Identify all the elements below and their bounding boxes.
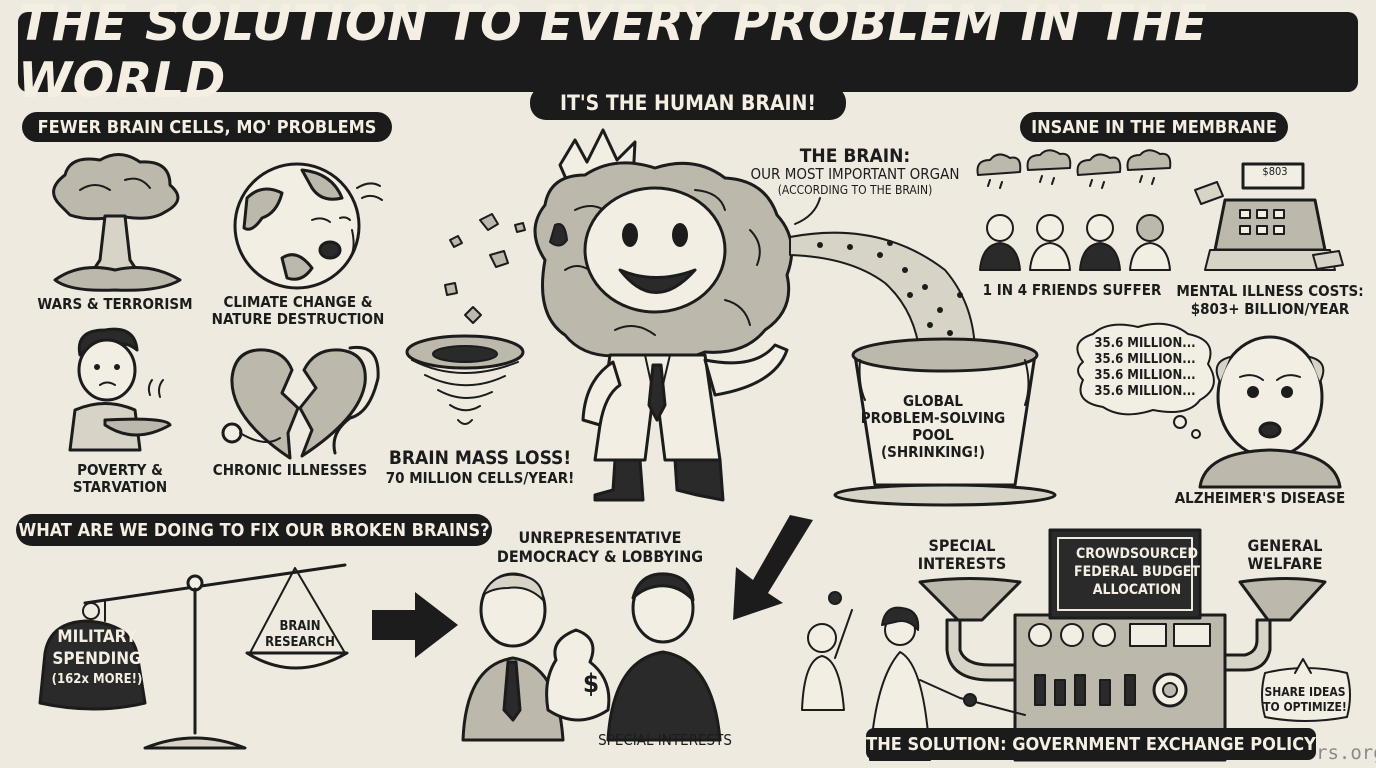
machine-label-2: FEDERAL BUDGET [1074, 564, 1200, 580]
pool-label-2: PROBLEM-SOLVING [860, 409, 1006, 427]
down-left-arrow-icon [733, 515, 813, 620]
pool-label-1: GLOBAL [903, 392, 963, 410]
democracy-label-2: DEMOCRACY & LOBBYING [496, 547, 704, 566]
watermark: rs.org [1316, 742, 1376, 764]
thought-text: 35.6 MILLION... 35.6 MILLION... 35.6 MIL… [1080, 336, 1210, 400]
illness-caption: CHRONIC ILLNESSES [212, 461, 368, 479]
elderly-man-icon [1198, 335, 1342, 489]
thought-bubble-icon [1076, 322, 1215, 439]
democracy-label-1: UNREPRESENTATIVE [518, 528, 682, 547]
friends-caption: 1 IN 4 FRIENDS SUFFER [982, 281, 1162, 299]
brain-title: THE BRAIN: [799, 145, 911, 167]
general-welfare-label-1: GENERAL [1247, 536, 1323, 555]
brain-debris-icon [444, 213, 526, 324]
title-banner: THE SOLUTION TO EVERY PROBLEM IN THE WOR… [18, 0, 1358, 109]
bottom-section-heading: WHAT ARE WE DOING TO FIX OUR BROKEN BRAI… [16, 514, 492, 546]
special-interests-label-2: INTERESTS [917, 554, 1007, 573]
wars-caption: WARS & TERRORISM [37, 295, 193, 313]
military-label-1: MILITARY [57, 627, 137, 647]
special-interests-label-1: SPECIAL [928, 536, 996, 555]
mass-loss-title: BRAIN MASS LOSS! [388, 447, 572, 469]
left-heading-text: FEWER BRAIN CELLS, MO' PROBLEMS [37, 116, 377, 138]
general-welfare-label-2: WELFARE [1247, 554, 1323, 573]
left-section-heading: FEWER BRAIN CELLS, MO' PROBLEMS [22, 112, 392, 142]
brain-note: (ACCORDING TO THE BRAIN) [777, 183, 933, 197]
bottom-heading-text: WHAT ARE WE DOING TO FIX OUR BROKEN BRAI… [18, 519, 490, 541]
right-heading-text: INSANE IN THE MEMBRANE [1031, 116, 1277, 138]
climate-caption: CLIMATE CHANGE & NATURE DESTRUCTION [211, 293, 385, 329]
pool-bucket-icon [833, 337, 1057, 507]
research-label-1: BRAIN [279, 619, 321, 634]
balance-scale-icon [38, 563, 349, 750]
costs-caption-2: $803+ BILLION/YEAR [1190, 300, 1350, 318]
thought-line: 35.6 MILLION... [1094, 384, 1196, 399]
thought-line: 35.6 MILLION... [1094, 336, 1196, 351]
pool-label-3: POOL [912, 426, 954, 444]
machine-label-1: CROWDSOURCED [1075, 546, 1198, 562]
cash-register-icon [1194, 162, 1344, 271]
subtitle-pill: IT'S THE HUMAN BRAIN! [530, 86, 846, 120]
research-label-2: RESEARCH [265, 635, 335, 650]
lobbyists-icon [461, 572, 722, 742]
hungry-child-icon [68, 327, 172, 452]
tornado-icon [405, 334, 525, 425]
solution-banner: THE SOLUTION: GOVERNMENT EXCHANGE POLICY [866, 728, 1316, 760]
thought-line: 35.6 MILLION... [1094, 368, 1196, 383]
machine-label-3: ALLOCATION [1092, 582, 1182, 598]
brain-character-icon [533, 128, 794, 502]
share-label-1: SHARE IDEAS [1264, 685, 1346, 699]
poverty-caption: POVERTY & STARVATION [72, 461, 168, 497]
callout-line [794, 197, 821, 225]
right-arrow-icon [372, 592, 458, 658]
brain-subtitle: OUR MOST IMPORTANT ORGAN [750, 165, 960, 183]
mass-loss-rate: 70 MILLION CELLS/YEAR! [385, 469, 575, 487]
rainy-friends-icon [976, 149, 1172, 271]
military-label-3: (162x MORE!) [51, 672, 143, 687]
page-title: THE SOLUTION TO EVERY PROBLEM IN THE WOR… [18, 0, 1208, 109]
register-display: $803 [1262, 165, 1288, 178]
military-label-2: SPENDING [52, 649, 142, 669]
pool-label-4: (SHRINKING!) [880, 443, 986, 461]
budget-machine-icon [801, 528, 1327, 762]
mushroom-cloud-icon [52, 153, 182, 292]
alzheimers-caption: ALZHEIMER'S DISEASE [1174, 489, 1346, 507]
thought-line: 35.6 MILLION... [1094, 352, 1196, 367]
share-bubble-icon [1261, 658, 1351, 722]
money-bag-symbol: $ [582, 669, 600, 699]
crying-earth-icon [233, 162, 383, 290]
broken-heart-stethoscope-icon [221, 345, 380, 460]
right-section-heading: INSANE IN THE MEMBRANE [1020, 112, 1288, 142]
share-label-2: TO OPTIMIZE! [1263, 700, 1347, 714]
costs-caption-1: MENTAL ILLNESS COSTS: [1176, 282, 1364, 300]
solution-banner-text: THE SOLUTION: GOVERNMENT EXCHANGE POLICY [866, 733, 1316, 755]
special-interests-caption: SPECIAL INTERESTS [598, 731, 732, 749]
subtitle: IT'S THE HUMAN BRAIN! [559, 91, 817, 115]
